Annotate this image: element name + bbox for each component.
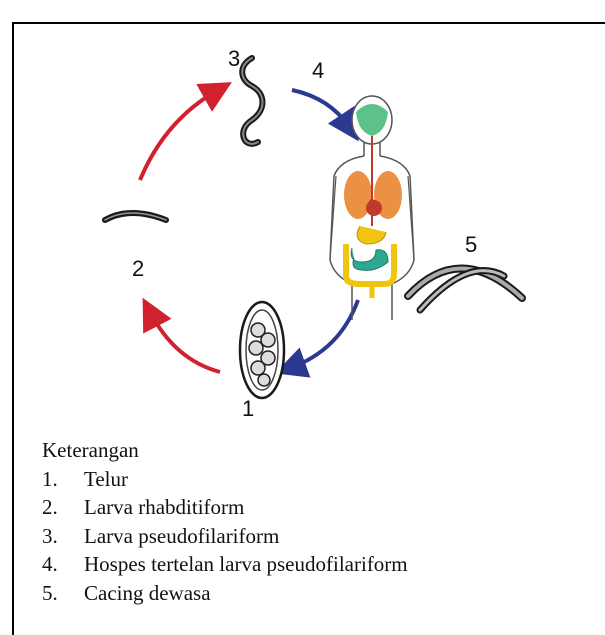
stage-label-3: 3 <box>228 46 240 72</box>
stage-label-4: 4 <box>312 58 324 84</box>
legend-item-number: 4. <box>42 550 84 579</box>
stage-label-2: 2 <box>132 256 144 282</box>
arrow-host-to-egg <box>290 300 358 368</box>
adult-worms-drawing <box>408 268 522 310</box>
stage-label-1: 1 <box>242 396 254 422</box>
legend-item: 4. Hospes tertelan larva pseudofilarifor… <box>42 550 408 579</box>
legend-item-text: Cacing dewasa <box>84 579 211 608</box>
legend-item: 1. Telur <box>42 465 408 494</box>
legend-item-number: 1. <box>42 465 84 494</box>
legend: Keterangan 1. Telur 2. Larva rhabditifor… <box>42 436 408 607</box>
legend-item-text: Hospes tertelan larva pseudofilariform <box>84 550 408 579</box>
arrow-egg-to-larva <box>150 312 220 372</box>
legend-item-text: Larva rhabditiform <box>84 493 244 522</box>
legend-item-number: 3. <box>42 522 84 551</box>
legend-item-text: Telur <box>84 465 128 494</box>
legend-title: Keterangan <box>42 436 408 465</box>
arrow-larva-to-filariform <box>140 90 218 180</box>
legend-item-number: 2. <box>42 493 84 522</box>
human-host-drawing <box>330 96 414 320</box>
stage-label-5: 5 <box>465 232 477 258</box>
legend-item: 3. Larva pseudofilariform <box>42 522 408 551</box>
legend-item: 5. Cacing dewasa <box>42 579 408 608</box>
egg-drawing <box>240 302 284 398</box>
legend-item: 2. Larva rhabditiform <box>42 493 408 522</box>
legend-item-text: Larva pseudofilariform <box>84 522 279 551</box>
legend-item-number: 5. <box>42 579 84 608</box>
filariform-larva-drawing <box>242 58 262 144</box>
arrow-filariform-to-host <box>292 90 350 128</box>
